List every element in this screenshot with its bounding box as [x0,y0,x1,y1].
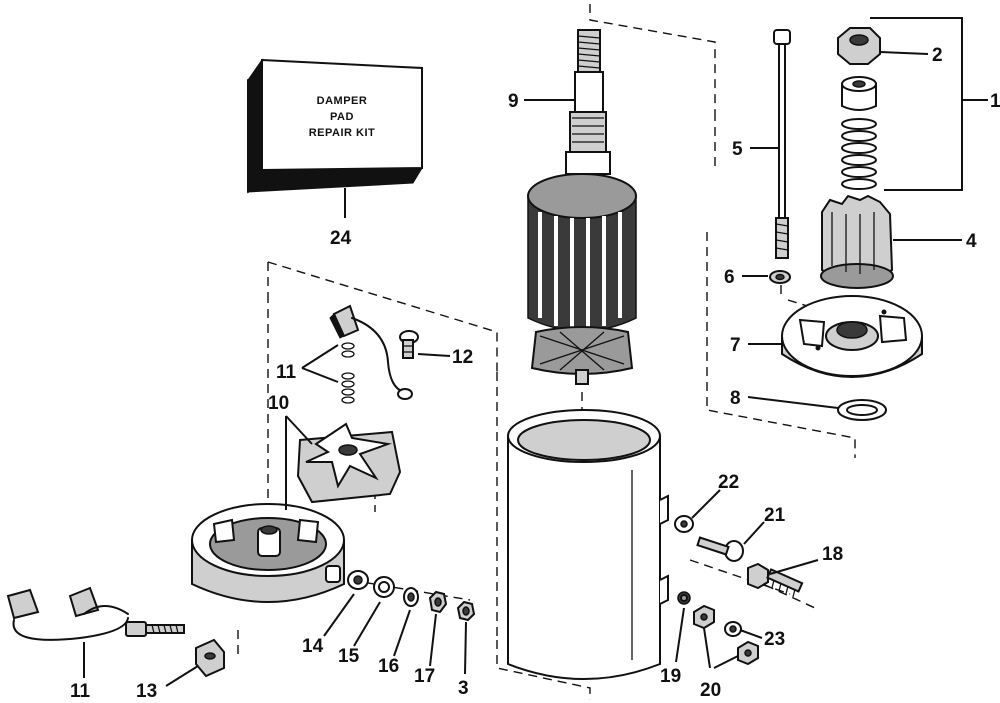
field-frame-housing [507,409,669,680]
kit-label-line2: PAD [330,111,354,123]
callout-16: 16 [378,656,399,677]
callout-15: 15 [338,646,360,667]
brush-holder [296,422,402,504]
field-terminal-hardware [674,515,804,666]
callout-labels: 1 2 3 4 5 6 7 8 9 10 11 11 12 13 14 15 1… [70,45,1000,702]
callout-24: 24 [330,228,352,249]
brush-set-lower [6,586,185,641]
callout-2: 2 [932,45,943,66]
screw [399,330,419,359]
terminal-insulator [195,638,225,678]
callout-3: 3 [458,678,469,699]
leader-lines [83,17,988,687]
callout-4: 4 [966,231,977,252]
callout-6: 6 [724,267,735,288]
kit-label-line1: DAMPER [317,95,368,107]
callout-19: 19 [660,666,681,687]
callout-14: 14 [302,636,324,657]
damper-pad-repair-kit-box: DAMPER PAD REPAIR KIT [247,58,423,218]
callout-18: 18 [822,544,843,565]
callout-7: 7 [730,335,741,356]
callout-10: 10 [268,393,289,414]
through-bolt [773,29,791,259]
commutator-end-cap [191,503,345,603]
dashed-assembly-lines [237,4,856,700]
callout-11-upper: 11 [276,362,297,383]
brush-set-upper [329,304,413,404]
drive-pinion [820,194,894,289]
callout-17: 17 [414,666,435,687]
callout-12: 12 [452,347,473,368]
callout-21: 21 [764,505,786,526]
drive-nut-and-spring [837,27,881,190]
drive-end-cap [781,295,923,378]
terminal-hardware-row [347,570,476,622]
thrust-washer [837,399,887,421]
callout-1: 1 [990,91,1000,112]
callout-11-lower: 11 [70,681,91,702]
armature [527,29,637,385]
callout-13: 13 [136,681,157,702]
callout-5: 5 [732,139,743,160]
kit-label-line3: REPAIR KIT [309,127,376,139]
callout-8: 8 [730,388,741,409]
lock-washer [769,270,791,284]
callout-9: 9 [508,91,519,112]
callout-23: 23 [764,629,785,650]
callout-22: 22 [718,472,739,493]
callout-20: 20 [700,680,721,701]
